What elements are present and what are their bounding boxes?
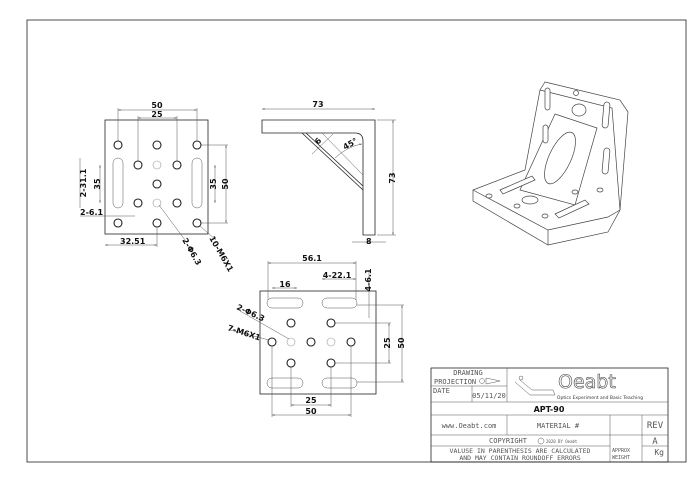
dim-span: 56.1 <box>302 254 322 263</box>
plate-outline <box>259 290 377 395</box>
dim-height-35-left: 35 <box>93 178 102 190</box>
dim-slot-length: 2-31.1 <box>79 168 88 197</box>
bore-callout: 2-Φ6.3 <box>235 303 266 324</box>
dim-thickness: 8 <box>366 237 372 246</box>
dim-angle: 45° <box>342 136 360 151</box>
copyright: COPYRIGHT <box>489 437 528 445</box>
side-view: 73 73 8 45° 6 <box>261 100 397 246</box>
note-line-1: VALUSE IN PARENTHESIS ARE CALCULATED <box>450 447 591 455</box>
dim-slot-width: 4-6.1 <box>364 268 373 291</box>
dim-slots: 4-22.1 <box>323 271 352 280</box>
drawing-label: DRAWING <box>453 369 483 377</box>
plate-outline <box>104 119 209 235</box>
dim-width-50: 50 <box>305 407 317 416</box>
isometric-view <box>472 81 629 246</box>
dim-height-35-right: 35 <box>209 178 218 190</box>
dim-side-height: 73 <box>388 172 397 183</box>
approx-label: APPROX <box>612 448 630 454</box>
bore-callout: 2-Φ6.3 <box>180 237 203 267</box>
bracket-profile <box>261 119 376 236</box>
date-label: DATE <box>433 387 450 395</box>
dim-width-50: 50 <box>151 101 163 110</box>
part-number: APT-90 <box>534 405 565 414</box>
dim-width-25: 25 <box>151 110 163 119</box>
oeabt-logo: Oeabt Optics Experiment and Basic Teachi… <box>514 371 643 401</box>
thread-callout: 7-M6X1 <box>226 323 262 342</box>
bottom-view: 56.1 16 4-22.1 4-6.1 25 50 25 50 2-Φ6.3 … <box>226 254 406 417</box>
weight-unit: Kg <box>654 448 664 457</box>
front-view: 50 25 2-31.1 35 2-6.1 32.51 35 50 10-M6X… <box>79 101 235 274</box>
dim-width-25: 25 <box>305 396 317 405</box>
copyright-icon <box>537 437 545 445</box>
copyright-small: 2020 BY Oeabt <box>546 439 578 444</box>
date-value: 05/11/20 <box>472 392 506 400</box>
slot <box>112 157 124 209</box>
slot <box>191 157 203 209</box>
holes <box>113 140 202 228</box>
svg-text:Oeabt: Oeabt <box>558 371 616 393</box>
dim-height-25: 25 <box>383 337 392 349</box>
projection-symbol-icon <box>479 377 501 385</box>
dim-side-width: 73 <box>312 100 323 109</box>
logo-tagline: Optics Experiment and Basic Teaching <box>557 395 643 401</box>
dim-slot-length: 16 <box>279 280 291 289</box>
dim-gusset: 6 <box>313 136 324 147</box>
projection-label: PROJECTION <box>434 378 476 386</box>
dim-slot-width: 2-6.1 <box>80 208 103 217</box>
thread-callout: 10-M6X1 <box>207 235 235 274</box>
weight-label: WEIGHT <box>612 455 630 461</box>
material-label: MATERIAL # <box>537 422 580 430</box>
title-block: DRAWING PROJECTION DATE 05/11/20 Oeabt O… <box>430 367 669 463</box>
holes <box>267 318 356 368</box>
drawing-border <box>26 19 687 463</box>
rev-value: A <box>652 437 658 447</box>
website: www.Oeabt.com <box>442 422 497 430</box>
dim-offset: 32.51 <box>120 237 146 246</box>
dim-height-50: 50 <box>397 337 406 349</box>
rev-label: REV <box>647 421 664 431</box>
dim-height-50-right: 50 <box>221 178 230 190</box>
note-line-2: AND MAY CONTAIN ROUNDOFF ERRORS <box>459 454 580 462</box>
